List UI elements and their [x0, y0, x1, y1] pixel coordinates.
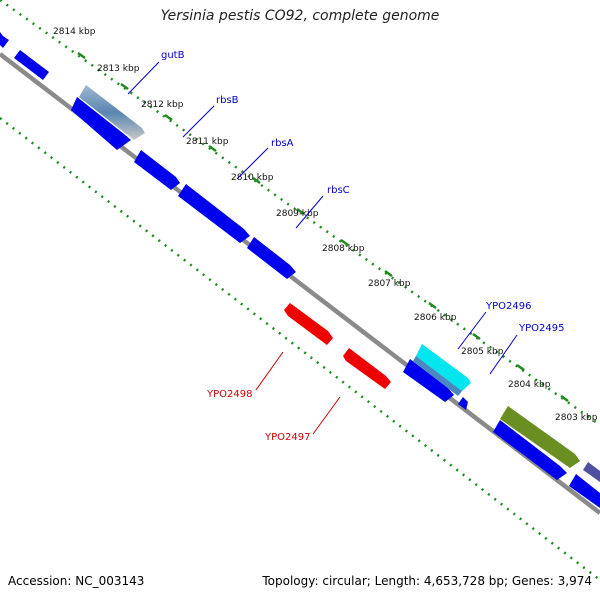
kbp-label-2812: 2812 kbp — [141, 100, 184, 110]
kbp-tick-marks — [77, 51, 569, 403]
accession-text: Accession: NC_003143 — [8, 574, 145, 588]
gene-labels: gutB rbsB rbsA rbsC YPO2496 YPO2495 YPO2… — [161, 50, 564, 443]
kbp-label-2813: 2813 kbp — [97, 64, 140, 74]
gene-label-YPO2495[interactable]: YPO2495 — [518, 323, 564, 334]
gene-arrow-olive[interactable] — [500, 406, 580, 468]
kbp-label-2808: 2808 kbp — [322, 244, 365, 254]
genome-summary-text: Topology: circular; Length: 4,653,728 bp… — [262, 574, 592, 588]
kbp-label-2810: 2810 kbp — [231, 173, 274, 183]
gene-arrow-YPO2496[interactable] — [416, 344, 471, 391]
kbp-label-2803: 2803 kbp — [555, 413, 598, 423]
gene-arrow-purple[interactable] — [583, 462, 600, 482]
gene-arrow[interactable] — [493, 420, 567, 480]
gene-arrow[interactable] — [178, 184, 250, 243]
gene-label-YPO2496[interactable]: YPO2496 — [485, 301, 531, 312]
kbp-label-2807: 2807 kbp — [368, 279, 411, 289]
gene-label-gutB[interactable]: gutB — [161, 50, 185, 61]
gene-label-rbsA[interactable]: rbsA — [271, 138, 294, 149]
kbp-label-2811: 2811 kbp — [186, 137, 229, 147]
reverse-genes — [284, 303, 391, 389]
kbp-label-2804: 2804 kbp — [508, 380, 551, 390]
gene-arrow-YPO2496-shadow — [413, 356, 462, 396]
kbp-label-2805: 2805 kbp — [461, 347, 504, 357]
gene-arrow[interactable] — [14, 50, 49, 80]
gene-label-rbsB[interactable]: rbsB — [216, 95, 239, 106]
kbp-labels: 2814 kbp 2813 kbp 2812 kbp 2811 kbp 2810… — [53, 27, 598, 423]
gene-label-YPO2497[interactable]: YPO2497 — [264, 432, 310, 443]
gene-arrow-YPO2497[interactable] — [343, 348, 391, 389]
kbp-label-2814: 2814 kbp — [53, 27, 96, 37]
ruler-inner — [0, 117, 600, 581]
map-title: Yersinia pestis CO92, complete genome — [160, 8, 440, 24]
gene-label-YPO2498[interactable]: YPO2498 — [206, 389, 252, 400]
gene-label-rbsC[interactable]: rbsC — [327, 185, 350, 196]
kbp-label-2806: 2806 kbp — [414, 313, 457, 323]
label-connectors — [127, 61, 518, 435]
gene-arrow-gutB[interactable] — [79, 85, 145, 140]
gene-arrow[interactable] — [71, 97, 131, 150]
forward-genes — [0, 32, 600, 508]
gene-arrow[interactable] — [569, 474, 600, 508]
gene-arrow-YPO2498[interactable] — [284, 303, 333, 345]
gene-arrow[interactable] — [403, 359, 454, 402]
gene-arrow[interactable] — [247, 237, 296, 279]
gene-arrow[interactable] — [458, 397, 468, 410]
gene-arrow[interactable] — [134, 150, 180, 190]
gene-arrow[interactable] — [0, 32, 9, 48]
kbp-label-2809: 2809 kbp — [276, 209, 319, 219]
highlight-genes — [79, 85, 600, 482]
